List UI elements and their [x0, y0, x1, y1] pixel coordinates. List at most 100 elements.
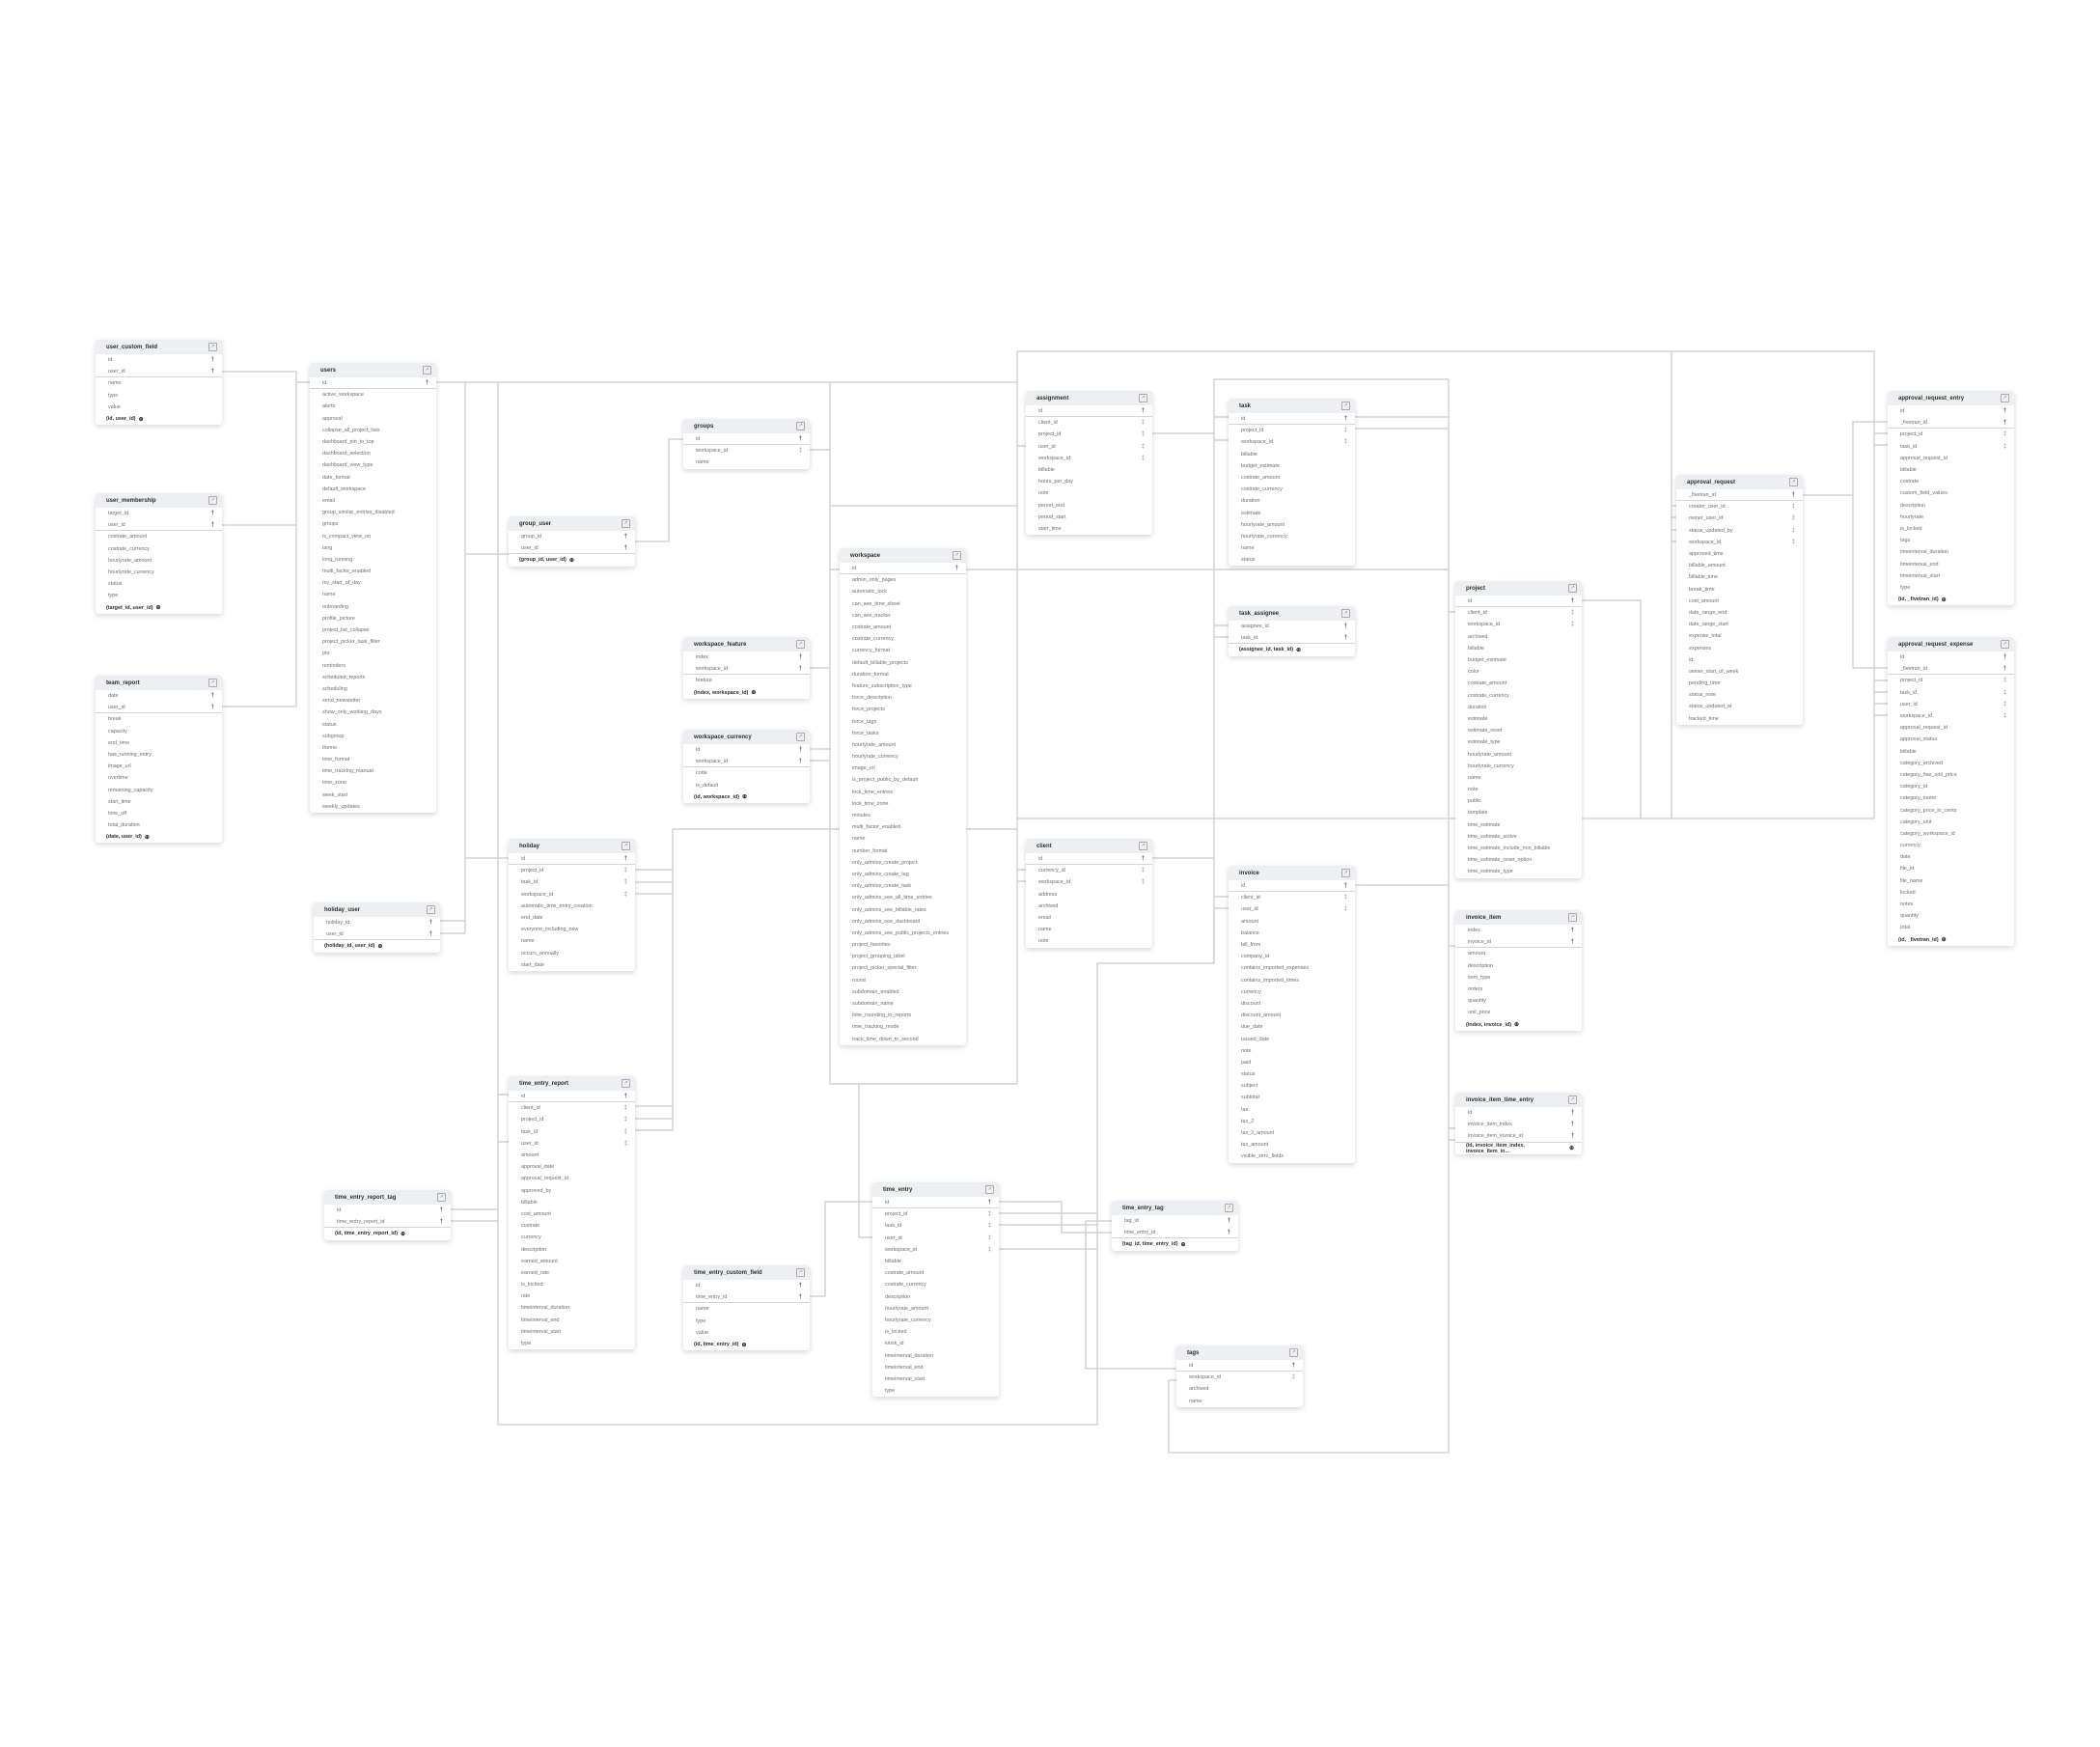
- column-row[interactable]: user_id†: [314, 929, 440, 941]
- open-table-icon[interactable]: ↗: [1341, 402, 1350, 410]
- column-row[interactable]: date_format: [310, 472, 436, 484]
- column-row[interactable]: client_id‡: [1229, 892, 1355, 903]
- index-row[interactable]: (holiday_id, user_id)⊕: [314, 940, 440, 952]
- column-row[interactable]: task_id‡: [872, 1220, 999, 1232]
- table-project[interactable]: project↗id†client_id‡workspace_id‡archiv…: [1455, 581, 1582, 878]
- column-row[interactable]: id†: [1455, 1107, 1582, 1120]
- table-invoice-item-time-entry[interactable]: invoice_item_time_entry↗id†invoice_item_…: [1455, 1093, 1582, 1154]
- column-row[interactable]: type: [1888, 582, 2014, 594]
- column-row[interactable]: is_locked: [872, 1326, 999, 1338]
- column-row[interactable]: status_updated_at: [1676, 701, 1803, 712]
- table-group-user[interactable]: group_user↗group_id†user_id†(group_id, u…: [509, 516, 635, 567]
- open-table-icon[interactable]: ↗: [1568, 584, 1577, 593]
- column-row[interactable]: is_default: [683, 780, 810, 791]
- open-table-icon[interactable]: ↗: [427, 905, 435, 914]
- column-row[interactable]: time_estimate: [1455, 819, 1582, 831]
- column-row[interactable]: automatic_lock: [840, 586, 966, 597]
- column-row[interactable]: time_format: [310, 754, 436, 765]
- column-row[interactable]: subdomain_enabled: [840, 986, 966, 998]
- column-row[interactable]: id: [1676, 654, 1803, 666]
- column-row[interactable]: billable: [1455, 643, 1582, 654]
- column-row[interactable]: workspace_id‡: [1888, 710, 2014, 722]
- table-header[interactable]: project↗: [1455, 581, 1582, 596]
- column-row[interactable]: project_id‡: [509, 865, 635, 876]
- column-row[interactable]: theme: [310, 742, 436, 754]
- column-row[interactable]: status_note: [1676, 689, 1803, 701]
- column-row[interactable]: only_admins_create_project: [840, 857, 966, 869]
- table-header[interactable]: invoice↗: [1229, 866, 1355, 880]
- column-row[interactable]: only_admins_see_all_time_entries: [840, 892, 966, 903]
- column-row[interactable]: billable_amount: [1676, 560, 1803, 571]
- column-row[interactable]: period_end: [1026, 500, 1152, 512]
- column-row[interactable]: week_start: [310, 790, 436, 801]
- column-row[interactable]: everyone_including_new: [509, 924, 635, 935]
- column-row[interactable]: index†: [683, 652, 810, 664]
- column-row[interactable]: number_format: [840, 846, 966, 857]
- column-row[interactable]: id†: [683, 744, 810, 757]
- table-header[interactable]: groups↗: [683, 419, 810, 433]
- column-row[interactable]: costrate_currency: [96, 543, 222, 555]
- column-row[interactable]: client_id‡: [509, 1102, 635, 1114]
- column-row[interactable]: start_date: [509, 959, 635, 971]
- column-row[interactable]: budget_estimate: [1455, 654, 1582, 666]
- column-row[interactable]: bill_from: [1229, 939, 1355, 951]
- table-time-entry-report-tag[interactable]: time_entry_report_tag↗id†time_entry_repo…: [324, 1190, 451, 1240]
- column-row[interactable]: costrate_amount: [1455, 678, 1582, 689]
- column-row[interactable]: user_id‡: [1229, 903, 1355, 915]
- open-table-icon[interactable]: ↗: [953, 551, 961, 560]
- column-row[interactable]: pto: [310, 648, 436, 659]
- column-row[interactable]: billable: [872, 1256, 999, 1267]
- column-row[interactable]: hourlyrate_currency: [1455, 761, 1582, 772]
- column-row[interactable]: time_estimate_type: [1455, 866, 1582, 877]
- column-row[interactable]: project_picker_task_filter: [310, 636, 436, 648]
- column-row[interactable]: occurs_annually: [509, 948, 635, 959]
- column-row[interactable]: timeinterval_end: [1888, 558, 2014, 569]
- column-row[interactable]: billable: [1888, 746, 2014, 758]
- open-table-icon[interactable]: ↗: [2001, 640, 2009, 649]
- column-row[interactable]: capacity: [96, 726, 222, 737]
- column-row[interactable]: id†: [1888, 405, 2014, 418]
- column-row[interactable]: status_updated_by‡: [1676, 525, 1803, 537]
- column-row[interactable]: is_locked: [509, 1279, 635, 1290]
- column-row[interactable]: project_id‡: [872, 1208, 999, 1220]
- column-row[interactable]: cost_amount: [509, 1208, 635, 1220]
- column-row[interactable]: time_zone: [310, 777, 436, 789]
- column-row[interactable]: owner_user_id‡: [1676, 513, 1803, 524]
- open-table-icon[interactable]: ↗: [437, 1193, 446, 1202]
- column-row[interactable]: type: [96, 390, 222, 402]
- column-row[interactable]: task_id‡: [509, 876, 635, 888]
- column-row[interactable]: workspace_id†: [683, 663, 810, 676]
- index-row[interactable]: (id, workspace_id)⊕: [683, 791, 810, 803]
- column-row[interactable]: archived: [1455, 631, 1582, 643]
- column-row[interactable]: id†: [840, 563, 966, 575]
- index-row[interactable]: (index, invoice_id)⊕: [1455, 1019, 1582, 1031]
- column-row[interactable]: minutes: [840, 810, 966, 821]
- column-row[interactable]: project_id‡: [1888, 675, 2014, 686]
- column-row[interactable]: hourlyrate_amount: [872, 1303, 999, 1315]
- column-row[interactable]: weekly_updates: [310, 801, 436, 813]
- column-row[interactable]: dashboard_selection: [310, 448, 436, 459]
- column-row[interactable]: default_workspace: [310, 484, 436, 495]
- column-row[interactable]: only_admins_see_dashboard: [840, 916, 966, 928]
- column-row[interactable]: only_admins_create_tag: [840, 869, 966, 880]
- column-row[interactable]: workspace_id‡: [509, 889, 635, 901]
- column-row[interactable]: task_id†: [1229, 632, 1355, 645]
- column-row[interactable]: feature: [683, 675, 810, 686]
- column-row[interactable]: default_billable_projects: [840, 657, 966, 669]
- column-row[interactable]: type: [509, 1338, 635, 1349]
- column-row[interactable]: billable: [1026, 464, 1152, 476]
- column-row[interactable]: client_id‡: [1026, 417, 1152, 429]
- column-row[interactable]: hourlyrate_currency: [96, 567, 222, 578]
- column-row[interactable]: send_newsletter: [310, 695, 436, 707]
- column-row[interactable]: only_admins_see_billable_rates: [840, 903, 966, 915]
- column-row[interactable]: id†: [1455, 596, 1582, 608]
- table-time-entry-custom-field[interactable]: time_entry_custom_field↗id†time_entry_id…: [683, 1265, 810, 1351]
- column-row[interactable]: name: [840, 833, 966, 845]
- column-row[interactable]: note: [1229, 1045, 1355, 1057]
- column-row[interactable]: collapse_all_project_lists: [310, 425, 436, 436]
- column-row[interactable]: workspace_id‡: [1676, 537, 1803, 548]
- table-header[interactable]: invoice_item↗: [1455, 910, 1582, 925]
